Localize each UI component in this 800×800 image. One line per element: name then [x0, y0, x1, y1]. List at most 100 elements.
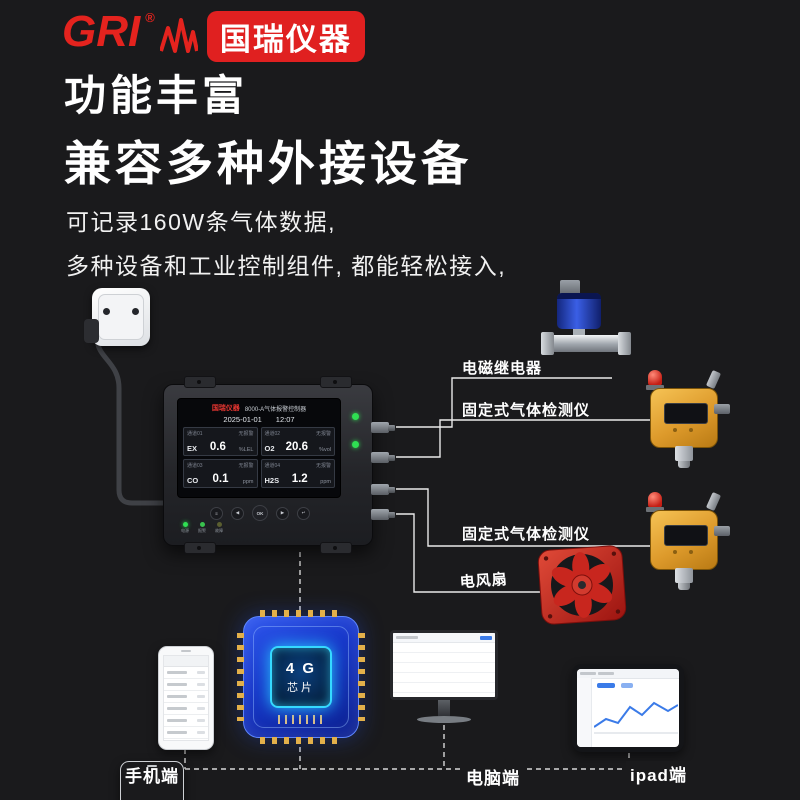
alarm-led: 报警 — [198, 522, 206, 534]
gas-alarm-controller: 国瑞仪器 8000-A气体报警控制器 2025-01-01 12:07 通道01… — [163, 376, 395, 554]
pad-label: ipad端 — [626, 761, 691, 786]
valve-nut-left — [541, 332, 554, 355]
chip-pins-left — [237, 633, 244, 721]
phone-device — [158, 646, 214, 750]
channel-tag: 通道01 — [187, 431, 203, 437]
alarm-led-label: 报警 — [198, 528, 206, 533]
detector-sensor-tip — [678, 461, 690, 468]
enter-button: ↵ — [297, 506, 310, 520]
cable-gland — [371, 422, 395, 433]
phone-label: 手机端 — [120, 761, 184, 800]
tablet-widget — [621, 683, 633, 688]
power-plug — [84, 319, 99, 343]
fault-led-dot — [216, 522, 222, 527]
detector-screen — [664, 403, 708, 424]
detector-beacon — [648, 370, 662, 386]
cable-gland — [371, 509, 395, 520]
valve-nut-right — [618, 332, 631, 355]
relay-label: 电磁继电器 — [462, 360, 543, 377]
tablet-sidebar — [577, 678, 592, 747]
monitor-table — [393, 643, 495, 697]
phone-screen — [163, 655, 209, 741]
list-row — [164, 715, 208, 727]
headline-primary: 功能丰富 — [64, 72, 249, 119]
pulse-wave-icon — [159, 18, 198, 53]
detector-sensor — [675, 446, 693, 461]
list-row — [164, 667, 208, 679]
control-buttons: ≡ ◀ OK ▶ ↵ — [210, 505, 310, 521]
menu-button: ≡ — [210, 506, 223, 520]
solenoid-relay-valve — [541, 280, 631, 366]
chip-4g: 4 G 芯片 — [237, 610, 365, 744]
right-button: ▶ — [276, 506, 289, 520]
gas-value: 1.2 — [291, 473, 308, 485]
fan-label: 电风扇 — [459, 570, 509, 592]
exhaust-fan — [533, 537, 631, 633]
socket-face — [98, 294, 144, 340]
detector2-label: 固定式气体检测仪 — [462, 526, 591, 543]
tablet-header — [577, 669, 679, 679]
list-row — [164, 691, 208, 703]
status-led-green — [352, 413, 359, 420]
status-led-green — [352, 441, 359, 448]
channel-status: 无报警 — [238, 431, 254, 437]
detector1-connector-line — [396, 419, 656, 458]
gas-detector-1 — [634, 369, 734, 474]
detector-sensor — [675, 568, 693, 583]
mount-tab — [320, 542, 352, 554]
tablet-widget — [597, 683, 615, 688]
intro-line-1: 可记录160W条气体数据, — [66, 209, 336, 235]
valve-coil — [557, 293, 601, 329]
screen-time: 12:07 — [275, 415, 295, 424]
cable-gland — [371, 452, 395, 463]
detector-body — [650, 510, 718, 570]
chip-inner-frame — [253, 626, 349, 728]
intro-line-2: 多种设备和工业控制组件, 都能轻松接入, — [66, 253, 507, 279]
gas-value: 0.6 — [209, 441, 226, 453]
detector-gland — [714, 404, 730, 414]
fault-led: 故障 — [215, 522, 223, 534]
detector-gland — [714, 526, 730, 536]
screen-datetime: 2025-01-01 12:07 — [183, 415, 335, 424]
list-row — [164, 727, 208, 739]
gri-wordmark: GRI — [62, 7, 141, 56]
controller-screen: 国瑞仪器 8000-A气体报警控制器 2025-01-01 12:07 通道01… — [177, 398, 341, 498]
chip-text-xinpian: 芯片 — [287, 681, 315, 694]
gas-name: H2S — [264, 476, 280, 485]
detector-button — [689, 550, 693, 554]
power-led: 电源 — [181, 522, 189, 534]
pc-label: 电脑端 — [462, 764, 524, 789]
detector-beacon-base — [646, 507, 664, 512]
channel-tag: 通道02 — [264, 431, 281, 437]
brand-logo: GRI ® 国瑞仪器 — [62, 8, 365, 62]
power-led-dot — [182, 522, 188, 527]
monitor-screen — [390, 630, 498, 700]
channel-tag: 通道04 — [264, 463, 281, 469]
chip-pins-right — [358, 633, 365, 721]
gas-value: 0.1 — [212, 473, 229, 485]
detector-pipe — [705, 491, 722, 512]
channel-status: 无报警 — [238, 463, 254, 469]
power-led-label: 电源 — [181, 528, 189, 533]
wall-socket — [92, 288, 150, 346]
gas-unit: %vol — [319, 447, 331, 453]
monitor-stand — [438, 700, 450, 716]
mount-tab — [184, 542, 216, 554]
list-row — [164, 703, 208, 715]
channel-card: 通道03 无报警 CO 0.1 ppm — [183, 459, 258, 488]
gas-detector-2 — [634, 491, 734, 596]
detector-button — [689, 428, 693, 432]
detector-button — [673, 550, 677, 554]
list-row — [164, 679, 208, 691]
detector-beacon-base — [646, 385, 664, 390]
gas-unit: %LEL — [238, 447, 254, 453]
detector-beacon — [648, 492, 662, 508]
gas-unit: ppm — [242, 479, 254, 485]
mount-tab — [320, 376, 352, 388]
pc-monitor — [390, 630, 498, 723]
socket-hole-left — [103, 308, 110, 315]
valve-connector-box — [560, 280, 580, 295]
channel-tag: 通道03 — [187, 463, 203, 469]
monitor-base — [417, 716, 471, 723]
screen-model: 8000-A气体报警控制器 — [244, 406, 307, 413]
